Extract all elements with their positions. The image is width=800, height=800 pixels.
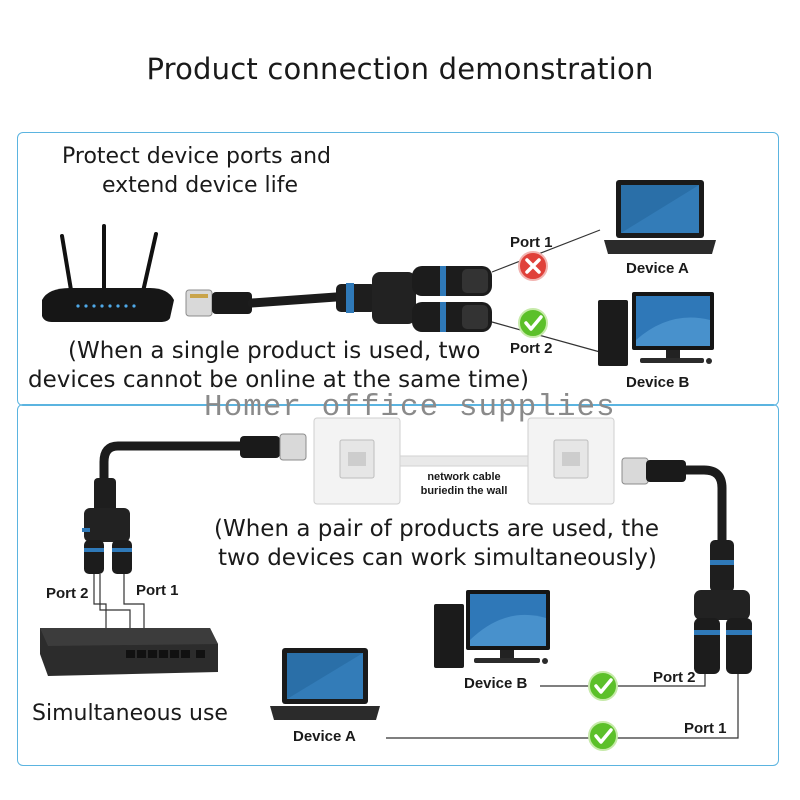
wall-plate-left-icon — [313, 417, 401, 505]
top-panel — [17, 132, 779, 406]
top-heading-line1: Protect device ports and — [62, 144, 331, 169]
right-port2-label: Port 2 — [653, 669, 696, 686]
bottom-device-a-label: Device A — [293, 728, 356, 745]
left-port1-label: Port 1 — [136, 582, 179, 599]
rj45-plug-icon — [185, 289, 252, 317]
wall-label-line1: network cable — [427, 471, 501, 483]
check-icon — [588, 721, 618, 751]
top-port2-label: Port 2 — [510, 340, 553, 357]
wall-plate-right-icon — [527, 417, 615, 505]
top-heading-line2: extend device life — [102, 173, 298, 198]
rj45-plug-icon — [621, 457, 686, 485]
laptop-icon — [270, 648, 380, 720]
wall-label: network cable buriedin the wall — [404, 470, 524, 498]
bottom-device-b-label: Device B — [464, 675, 528, 692]
top-note-line1: (When a single product is used, two — [68, 338, 481, 364]
splitter-icon — [336, 266, 492, 332]
cross-icon — [518, 251, 548, 281]
left-port2-label: Port 2 — [46, 585, 89, 602]
check-icon — [518, 308, 548, 338]
page-title: Product connection demonstration — [146, 52, 654, 86]
laptop-icon — [604, 180, 716, 254]
splitter-left-icon — [82, 478, 132, 574]
top-port1-label: Port 1 — [510, 234, 553, 251]
splitter-right-icon — [694, 540, 752, 674]
check-icon — [588, 671, 618, 701]
router-icon — [42, 224, 174, 322]
desktop-computer-icon — [598, 292, 714, 366]
top-note-line2: devices cannot be online at the same tim… — [28, 367, 530, 393]
rj45-plug-icon — [240, 433, 307, 461]
top-device-a-label: Device A — [626, 260, 689, 277]
bottom-note-line1: (When a pair of products are used, the — [214, 516, 660, 542]
bottom-panel — [17, 404, 779, 766]
top-device-b-label: Device B — [626, 374, 690, 391]
bottom-caption: Simultaneous use — [32, 701, 228, 726]
wall-label-line2: buriedin the wall — [420, 485, 508, 497]
bottom-note-line2: two devices can work simultaneously) — [218, 545, 657, 571]
desktop-computer-icon — [434, 590, 550, 668]
network-switch-icon — [40, 628, 218, 676]
right-port1-label: Port 1 — [684, 720, 727, 737]
